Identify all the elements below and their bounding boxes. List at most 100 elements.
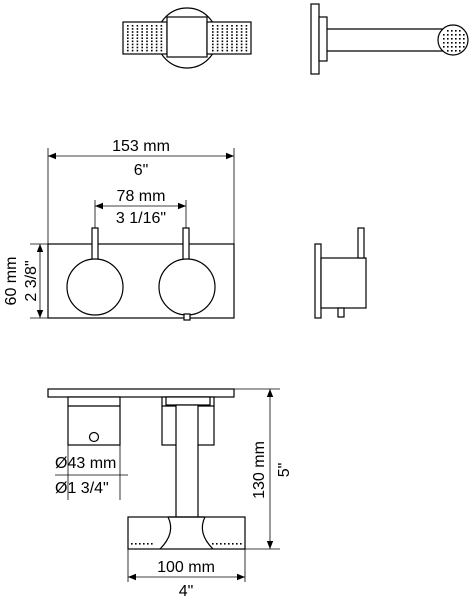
knurl-dot	[455, 42, 457, 44]
bottom-spout-stem	[175, 404, 199, 519]
knurl-dot	[136, 31, 139, 33]
knurl-dot	[240, 25, 243, 27]
top-view-handle-center	[166, 16, 208, 58]
knurl-dot	[127, 37, 129, 39]
knurl-dot	[141, 46, 143, 49]
knurl-dot	[226, 40, 228, 43]
knurl-dot	[136, 28, 139, 30]
knurl-dot	[216, 49, 219, 52]
knurl-dot	[447, 38, 449, 40]
knurl-dot	[160, 46, 163, 49]
knurl-dot	[240, 40, 243, 43]
knurl-dot	[443, 38, 445, 40]
knurl-dot	[226, 31, 228, 33]
knurl-dot	[127, 31, 129, 33]
knurl-dot	[151, 46, 153, 49]
side-view-mixer	[314, 227, 367, 319]
knurl-dot	[160, 31, 163, 33]
knurl-dot	[155, 40, 158, 43]
knurl-dot	[451, 38, 453, 40]
knurl-dot	[236, 25, 238, 27]
knurl-dot	[212, 37, 214, 39]
knurl-dot	[221, 49, 224, 52]
knurl-dot	[245, 46, 248, 49]
knurl-dot	[245, 28, 248, 30]
knurl-dot	[245, 37, 248, 39]
top-view-knurl-left	[127, 25, 163, 52]
knurl-dot	[463, 46, 465, 48]
knurl-dot	[463, 42, 465, 44]
knurl-dot	[245, 43, 248, 46]
bottom-plate	[47, 388, 235, 398]
knurl-dot	[236, 34, 238, 36]
knurl-dot	[443, 34, 445, 36]
knurl-dot	[221, 34, 224, 36]
knurl-dot	[146, 43, 148, 46]
knurl-dot	[155, 43, 158, 46]
front-view-knob-left	[66, 258, 124, 316]
knurl-dot	[146, 40, 148, 43]
knurl-dot	[151, 543, 153, 545]
knurl-dot	[447, 34, 449, 36]
knurl-dot	[160, 25, 163, 27]
top-view-handle-left	[122, 21, 168, 55]
knurl-dot	[451, 34, 453, 36]
knurl-dot	[151, 43, 153, 46]
knurl-dot	[240, 543, 242, 545]
knurl-dot	[136, 25, 139, 27]
knurl-dot	[240, 34, 243, 36]
knurl-dot	[451, 46, 453, 48]
knurl-dot	[127, 43, 129, 46]
front-view-plate	[47, 243, 235, 319]
knurl-dot	[146, 28, 148, 30]
knurl-dot	[245, 34, 248, 36]
knurl-dot	[443, 42, 445, 44]
knurl-dot	[216, 43, 219, 46]
knurl-dot	[131, 543, 133, 545]
knurl-dot	[459, 38, 461, 40]
dim-height-mm: 60 mm	[3, 257, 20, 306]
knurl-dot	[231, 34, 233, 36]
knurl-dot	[231, 49, 233, 52]
top-view-handle-right	[206, 21, 252, 55]
knurl-dot	[160, 34, 163, 36]
knurl-dot	[232, 543, 234, 545]
knurl-dot	[226, 49, 228, 52]
knurl-dot	[136, 43, 139, 46]
knurl-dot	[131, 43, 134, 46]
knurl-dot	[236, 37, 238, 39]
knurl-dot	[455, 30, 457, 32]
knurl-dot	[221, 46, 224, 49]
knurl-dot	[212, 46, 214, 49]
dim-spacing-mm: 78 mm	[117, 188, 166, 205]
knurl-dot	[245, 40, 248, 43]
knurl-dot	[141, 31, 143, 33]
knurl-dot	[155, 49, 158, 52]
dim-spacing-in: 3 1/16"	[116, 210, 166, 227]
knurl-dot	[155, 37, 158, 39]
knurl-dot	[236, 43, 238, 46]
knurl-dot	[221, 40, 224, 43]
knurl-dot	[160, 49, 163, 52]
knurl-dot	[240, 49, 243, 52]
dim-diameter-in: Ø1 3/4"	[55, 480, 109, 497]
bottom-spout-knurl	[131, 543, 242, 545]
knurl-dot	[245, 31, 248, 33]
knurl-dot	[236, 46, 238, 49]
knurl-dot	[216, 34, 219, 36]
bottom-spout-body	[127, 516, 246, 550]
knurl-dot	[231, 40, 233, 43]
knurl-dot	[455, 34, 457, 36]
knurl-dot	[151, 49, 153, 52]
knurl-dot	[224, 543, 226, 545]
knurl-dot	[455, 38, 457, 40]
knurl-dot	[463, 38, 465, 40]
bottom-valve-left	[67, 396, 121, 446]
knurl-dot	[216, 37, 219, 39]
knurl-dot	[131, 25, 134, 27]
knurl-dot	[212, 25, 214, 27]
knurl-dot	[151, 40, 153, 43]
knurl-dot	[151, 31, 153, 33]
knurl-dot	[459, 46, 461, 48]
knurl-dot	[131, 49, 134, 52]
